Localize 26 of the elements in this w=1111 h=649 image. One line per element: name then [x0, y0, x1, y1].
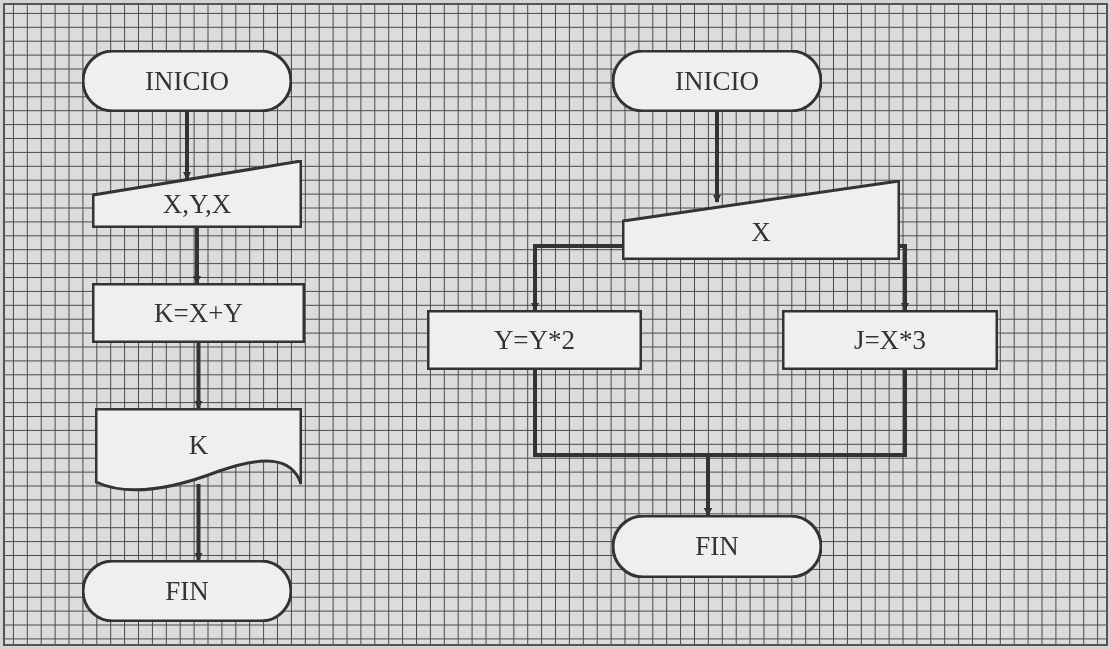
arrow — [194, 484, 203, 561]
node-label: Y=Y*2 — [493, 326, 576, 354]
terminal-shape — [82, 50, 292, 112]
node-label: K=X+Y — [154, 299, 243, 327]
arrow — [900, 244, 909, 311]
node-label: X — [751, 218, 771, 246]
node-label: K — [188, 431, 209, 459]
terminal-shape — [82, 560, 292, 622]
terminal-shape — [612, 50, 822, 112]
process-box — [427, 310, 642, 370]
arrow — [193, 228, 201, 284]
arrow — [531, 244, 622, 311]
node-label: FIN — [695, 533, 739, 560]
node-label: INICIO — [145, 67, 229, 95]
node-label: INICIO — [675, 67, 759, 95]
arrow — [194, 343, 203, 409]
manual-input-shape — [622, 180, 900, 260]
process-box — [92, 283, 305, 343]
terminal-shape — [612, 515, 822, 578]
arrow — [713, 112, 721, 203]
node-label: FIN — [165, 577, 209, 605]
manual-input-shape — [92, 160, 302, 228]
node-label: J=X*3 — [853, 326, 927, 354]
process-box — [782, 310, 998, 370]
node-label: X,Y,X — [162, 190, 232, 218]
arrow — [183, 112, 191, 180]
